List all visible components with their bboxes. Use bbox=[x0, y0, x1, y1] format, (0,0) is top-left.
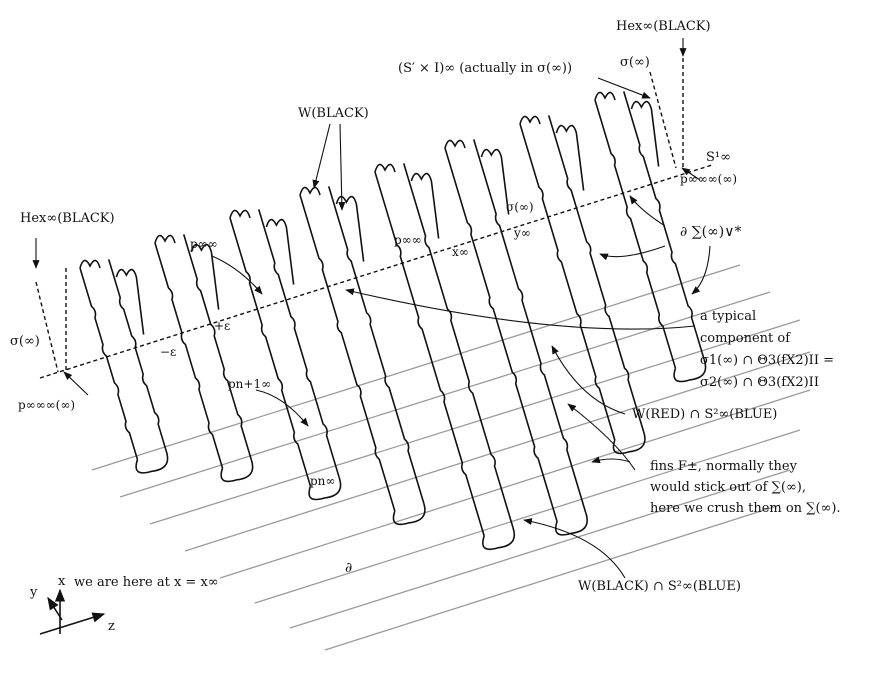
strip-8-edge-left bbox=[594, 99, 677, 369]
strip-2-edge-right bbox=[182, 234, 253, 460]
label-p-n1-inf: pn+1∞ bbox=[228, 377, 271, 391]
label-p-inf-inf-b: p∞∞ bbox=[190, 237, 218, 251]
strip-6-cap bbox=[444, 139, 466, 149]
strip-7-bulb bbox=[612, 431, 646, 455]
strip-3-edge-right bbox=[257, 209, 340, 478]
strip-4-bulb bbox=[392, 502, 426, 526]
strip-1-inner-sheet bbox=[115, 268, 145, 335]
strip-4-edge-right bbox=[327, 186, 425, 503]
label-hex-black-top: Hex∞(BLACK) bbox=[616, 19, 711, 34]
strip-4-inner-sheet bbox=[335, 195, 365, 262]
label-typical-4: σ2(∞) ∩ Θ3(fX2)II bbox=[700, 375, 819, 390]
strip-1-cap bbox=[79, 259, 101, 269]
label-sigma-inf-left: σ(∞) bbox=[10, 334, 40, 349]
label-axis-z: z bbox=[108, 619, 115, 634]
label-partial-sum: ∂ ∑(∞)∨* bbox=[680, 224, 742, 240]
strip-5-bulb bbox=[482, 527, 516, 551]
strip-5-edge-right bbox=[402, 163, 514, 528]
label-minus-eps: −ε bbox=[160, 345, 176, 359]
strip-1-bulb bbox=[135, 450, 169, 474]
blue-sphere-slabs bbox=[91, 264, 811, 651]
strip-6-inner-sheet bbox=[480, 148, 510, 215]
strip-2-edge-left bbox=[154, 242, 224, 469]
strip-1-edge-left bbox=[79, 267, 139, 460]
strip-5-cap bbox=[374, 163, 396, 173]
strip-8-cap bbox=[594, 91, 616, 101]
label-p-n-inf: pn∞ bbox=[310, 474, 335, 488]
strip-1-edge-right bbox=[107, 259, 167, 452]
strip-5-edge-left bbox=[374, 171, 485, 537]
label-typical-3: σ1(∞) ∩ Θ3(fX2)II = bbox=[700, 353, 834, 368]
strip-8-inner-sheet bbox=[630, 100, 660, 167]
strip-2-inner-sheet bbox=[190, 243, 220, 310]
label-axis-x: x bbox=[58, 574, 66, 589]
strip-3-edge-left bbox=[229, 217, 312, 487]
label-typical-2: component of bbox=[700, 331, 791, 346]
strip-6-edge-left bbox=[444, 147, 558, 522]
label-p-inf-inf-inf-left: p∞∞∞(∞) bbox=[18, 398, 75, 412]
strip-5-inner-sheet bbox=[410, 172, 440, 239]
strip-3-bulb bbox=[308, 477, 342, 501]
strip-7-inner-sheet bbox=[555, 124, 585, 191]
strip-7-edge-right bbox=[547, 115, 645, 432]
label-y-inf: y∞ bbox=[513, 226, 531, 240]
label-here-note: we are here at x = x∞ bbox=[74, 575, 219, 590]
label-s-prime-times-i: (S′ × I)∞ (actually in σ(∞)) bbox=[398, 61, 572, 76]
label-axis-y: y bbox=[29, 585, 38, 600]
strip-3-cap bbox=[229, 209, 251, 219]
annotation-arrows bbox=[32, 38, 711, 579]
label-fins-2: would stick out of ∑(∞), bbox=[650, 480, 806, 495]
strip-4-edge-left bbox=[299, 194, 396, 512]
label-w-black: W(BLACK) bbox=[298, 106, 369, 121]
strip-3-inner-sheet bbox=[265, 218, 295, 285]
label-sigma-inf-top: σ(∞) bbox=[620, 55, 650, 70]
axes-glyph bbox=[39, 588, 106, 635]
label-w-black-blue: W(BLACK) ∩ S²∞(BLUE) bbox=[578, 579, 741, 594]
w-black-strips bbox=[79, 91, 707, 551]
strip-6-edge-right bbox=[472, 139, 587, 514]
strip-8-edge-right bbox=[622, 91, 705, 360]
label-hex-black-left: Hex∞(BLACK) bbox=[20, 211, 115, 226]
label-w-red: W(RED) ∩ S²∞(BLUE) bbox=[632, 407, 777, 422]
label-x-inf: x∞ bbox=[452, 245, 469, 259]
label-typical-1: a typical bbox=[700, 309, 756, 324]
strip-7-cap bbox=[519, 115, 541, 125]
label-fins-3: here we crush them on ∑(∞). bbox=[650, 501, 841, 516]
sigma-inf-dashed-top bbox=[649, 71, 677, 169]
sigma-inf-dashed-left bbox=[35, 281, 59, 373]
strip-6-bulb bbox=[554, 512, 588, 536]
label-plus-eps: +ε bbox=[214, 319, 230, 333]
strip-2-bulb bbox=[220, 459, 254, 483]
strip-7-edge-left bbox=[519, 123, 616, 441]
label-p-inf-inf-a: p∞∞ bbox=[394, 233, 422, 247]
strip-2-cap bbox=[154, 234, 176, 244]
label-s1-inf: S¹∞ bbox=[706, 150, 731, 165]
strip-4-cap bbox=[299, 186, 321, 196]
s1-inf-line bbox=[39, 164, 713, 379]
label-sigma-inf-mid: σ(∞) bbox=[506, 200, 534, 214]
labels: Hex∞(BLACK) σ(∞) (S′ × I)∞ (actually in … bbox=[10, 19, 841, 634]
label-fins-1: fins F±, normally they bbox=[650, 459, 798, 474]
label-partial: ∂ bbox=[345, 560, 352, 576]
strip-8-bulb bbox=[673, 359, 707, 383]
label-p-inf-inf-inf-top: p∞∞∞(∞) bbox=[680, 172, 737, 186]
